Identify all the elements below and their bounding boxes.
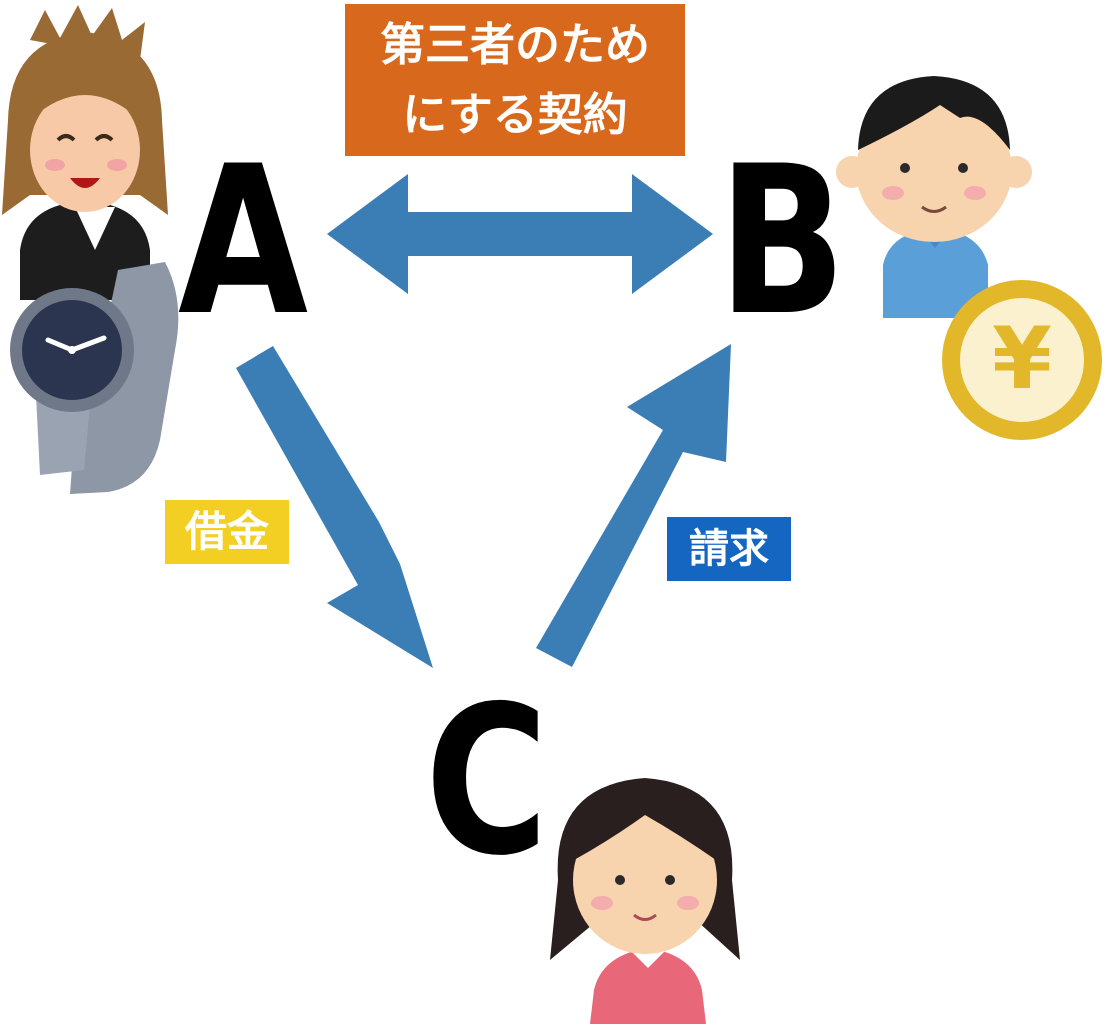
party-b-letter: B	[718, 123, 847, 361]
contract-label: 第三者のため にする契約	[345, 4, 685, 156]
yen-coin-icon: ¥	[942, 280, 1102, 440]
claim-label: 請求	[667, 517, 791, 581]
wristwatch-icon	[10, 262, 179, 494]
person-c-icon	[550, 778, 740, 1024]
contract-label-line1: 第三者のため	[379, 18, 650, 71]
person-a-icon	[2, 5, 168, 300]
yen-symbol: ¥	[992, 309, 1052, 409]
loan-label: 借金	[165, 500, 289, 564]
arrow-a-c	[236, 346, 433, 668]
party-c-letter: C	[425, 663, 549, 901]
party-a-letter: A	[178, 123, 309, 361]
arrow-c-b	[536, 344, 731, 667]
arrow-a-b	[327, 174, 713, 294]
person-b-icon	[836, 76, 1032, 318]
contract-label-line2: にする契約	[402, 88, 628, 141]
